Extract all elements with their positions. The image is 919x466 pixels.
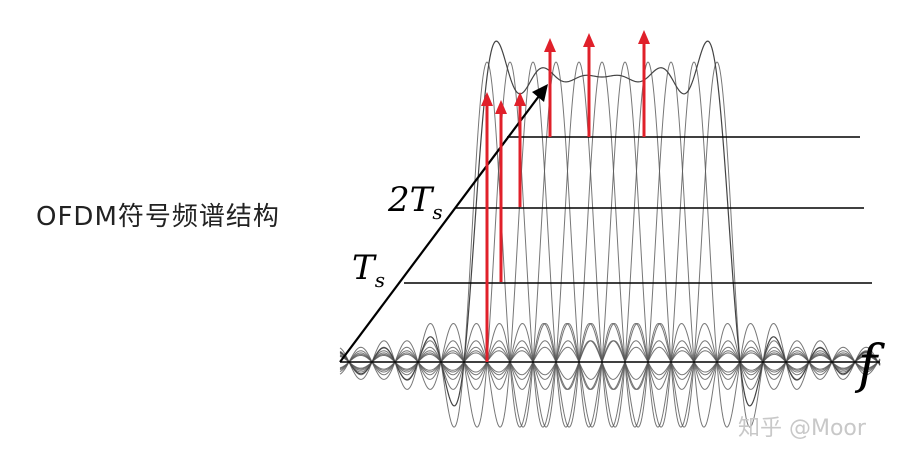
subcarrier-arrow-head [481,92,493,106]
label-2ts: 2Ts [388,180,443,224]
subcarrier-spectrum [339,61,881,428]
time-axis [339,87,546,363]
subcarrier-spectra [339,61,881,428]
label-ts: Ts [352,248,385,292]
label-ts-sub: s [374,267,385,292]
subcarrier-spectrum [339,61,881,428]
label-2ts-main: 2T [388,180,433,220]
label-2ts-sub: s [432,199,443,224]
time-axis-arrowhead [532,84,548,102]
subcarrier-spectrum [339,61,881,428]
subcarrier-spectrum [339,61,881,428]
subcarrier-arrow-head [544,38,556,52]
subcarrier-arrow-head [514,92,526,106]
label-ts-main: T [352,248,375,288]
subcarrier-spectrum [339,61,881,428]
subcarrier-arrows [481,30,650,362]
spectrum-envelope [339,40,881,407]
subcarrier-arrow-head [638,30,650,44]
subcarrier-arrow-head [495,100,507,114]
watermark: 知乎 @Moor [738,416,866,441]
diagram-caption: OFDM符号频谱结构 [36,202,280,232]
subcarrier-arrow-head [583,33,595,47]
subcarrier-spectrum [339,61,881,428]
subcarrier-spectrum [339,61,881,428]
subcarrier-spectrum [339,61,881,428]
label-frequency-axis: f [858,335,878,395]
subcarrier-spectrum [339,61,881,428]
